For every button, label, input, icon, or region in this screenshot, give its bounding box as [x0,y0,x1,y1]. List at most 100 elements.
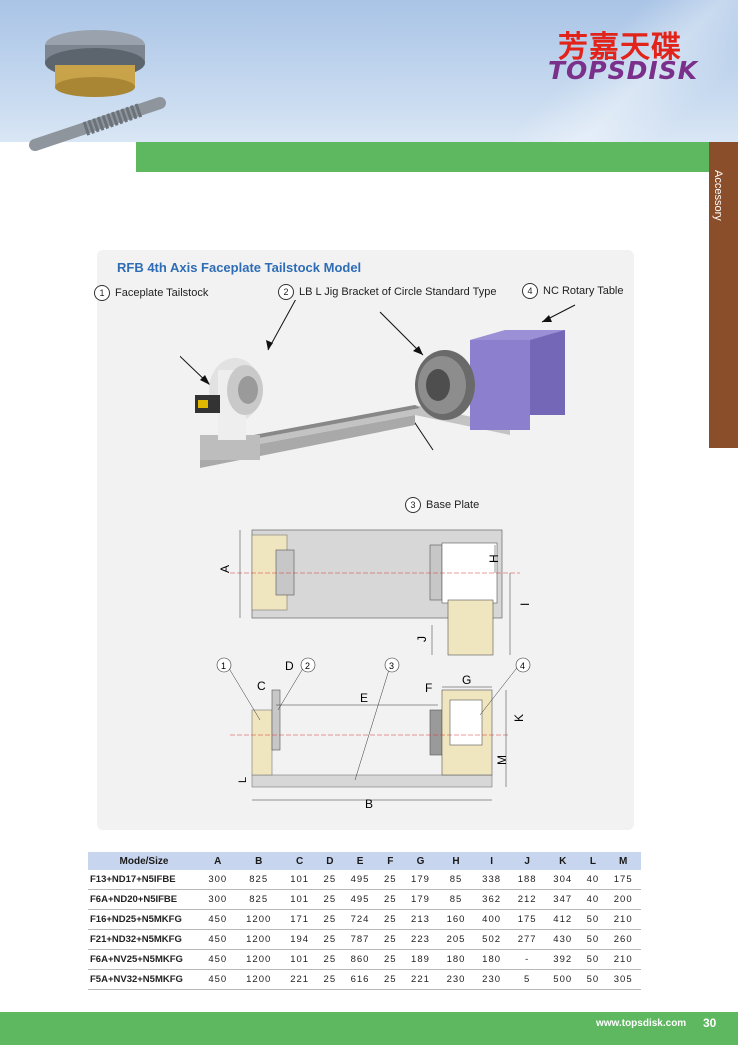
table-cell: 860 [342,949,378,970]
dimension-drawing: A H I J 1 2 3 4 C D E F G K M L B [216,529,532,811]
table-cell: 25 [377,909,403,930]
table-cell: 5 [509,969,545,990]
table-cell: 277 [509,929,545,950]
table-cell-model: F21+ND32+N5MKFG [88,929,200,950]
table-cell: 40 [580,870,606,890]
table-cell: 400 [473,909,510,930]
table-cell: 210 [605,909,641,930]
dim-label-b: B [365,797,373,811]
column-header-k: K [544,852,581,870]
column-header-b: B [235,852,282,870]
callout-faceplate-tailstock: 1 Faceplate Tailstock [94,285,208,301]
table-cell: 85 [438,889,474,910]
table-cell: 25 [317,909,343,930]
table-cell: 430 [544,929,581,950]
page-number: 30 [703,1016,717,1030]
table-cell-model: F6A+NV25+N5MKFG [88,949,200,970]
table-cell: 500 [544,969,581,990]
table-cell: 25 [317,889,343,910]
footer-url[interactable]: www.topsdisk.com [596,1018,687,1029]
table-cell: 101 [281,949,318,970]
table-cell: 305 [605,969,641,990]
table-cell: 171 [281,909,318,930]
green-band [136,142,738,172]
column-header-f: F [377,852,403,870]
callout-number: 4 [522,283,538,299]
dim-label-f: F [425,681,432,695]
table-cell: 179 [402,870,439,890]
table-cell: 450 [200,949,236,970]
table-cell: 25 [317,929,343,950]
dim-label-j: J [415,636,429,642]
callout-number: 3 [405,497,421,513]
table-cell: 25 [377,870,403,890]
dim-label-i: I [518,603,532,606]
table-cell-model: F6A+ND20+N5IFBE [88,889,200,910]
column-header-h: H [438,852,474,870]
table-cell: 412 [544,909,581,930]
table-cell: 180 [473,949,510,970]
dim-label-g: G [462,673,471,687]
dim-label-c: C [257,679,266,693]
table-cell-model: F13+ND17+N5IFBE [88,870,200,890]
dim-label-m: M [495,755,509,765]
table-cell-model: F16+ND25+N5MKFG [88,909,200,930]
column-header-model: Mode/Size [88,852,200,870]
table-cell: 25 [377,949,403,970]
table-cell: 495 [342,870,378,890]
table-cell: 175 [605,870,641,890]
column-header-g: G [402,852,439,870]
table-cell: 50 [580,969,606,990]
table-cell: 230 [438,969,474,990]
section-title: RFB 4th Axis Faceplate Tailstock Model [117,260,362,275]
table-cell: 188 [509,870,545,890]
table-cell: 450 [200,909,236,930]
column-header-l: L [580,852,606,870]
table-cell: 1200 [235,929,282,950]
table-cell: 230 [473,969,510,990]
table-cell: 260 [605,929,641,950]
table-cell: 450 [200,969,236,990]
callout-nc-rotary-table: 4 NC Rotary Table [522,283,624,299]
drawing-circle-1: 1 [221,661,226,671]
table-cell: 205 [438,929,474,950]
dim-label-a: A [218,565,232,573]
footer-band [0,1012,738,1045]
table-cell: 210 [605,949,641,970]
table-cell: 450 [200,929,236,950]
table-cell: 213 [402,909,439,930]
table-cell: 101 [281,870,318,890]
callout-jig-bracket: 2 LB L Jig Bracket of Circle Standard Ty… [278,284,497,300]
dim-label-k: K [512,714,526,722]
table-cell: 724 [342,909,378,930]
drawing-circle-3: 3 [389,661,394,671]
table-cell: 362 [473,889,510,910]
table-cell: 221 [281,969,318,990]
callout-label: Faceplate Tailstock [115,287,209,299]
table-cell: 194 [281,929,318,950]
callout-label: NC Rotary Table [543,285,624,297]
table-cell: 1200 [235,909,282,930]
table-cell: 300 [200,889,236,910]
dim-label-h: H [487,554,501,563]
table-cell: 300 [200,870,236,890]
table-cell: 787 [342,929,378,950]
rotary-table-product-image [29,30,166,151]
table-cell: 502 [473,929,510,950]
logo-english: TOPSDISK [548,56,699,85]
table-cell: 25 [317,969,343,990]
dim-label-d: D [285,659,294,673]
table-cell: 50 [580,929,606,950]
column-header-m: M [605,852,641,870]
table-cell: 223 [402,929,439,950]
callout-base-plate: 3 Base Plate [405,497,479,513]
table-cell: 25 [377,929,403,950]
table-cell: 189 [402,949,439,970]
table-cell: 825 [235,889,282,910]
